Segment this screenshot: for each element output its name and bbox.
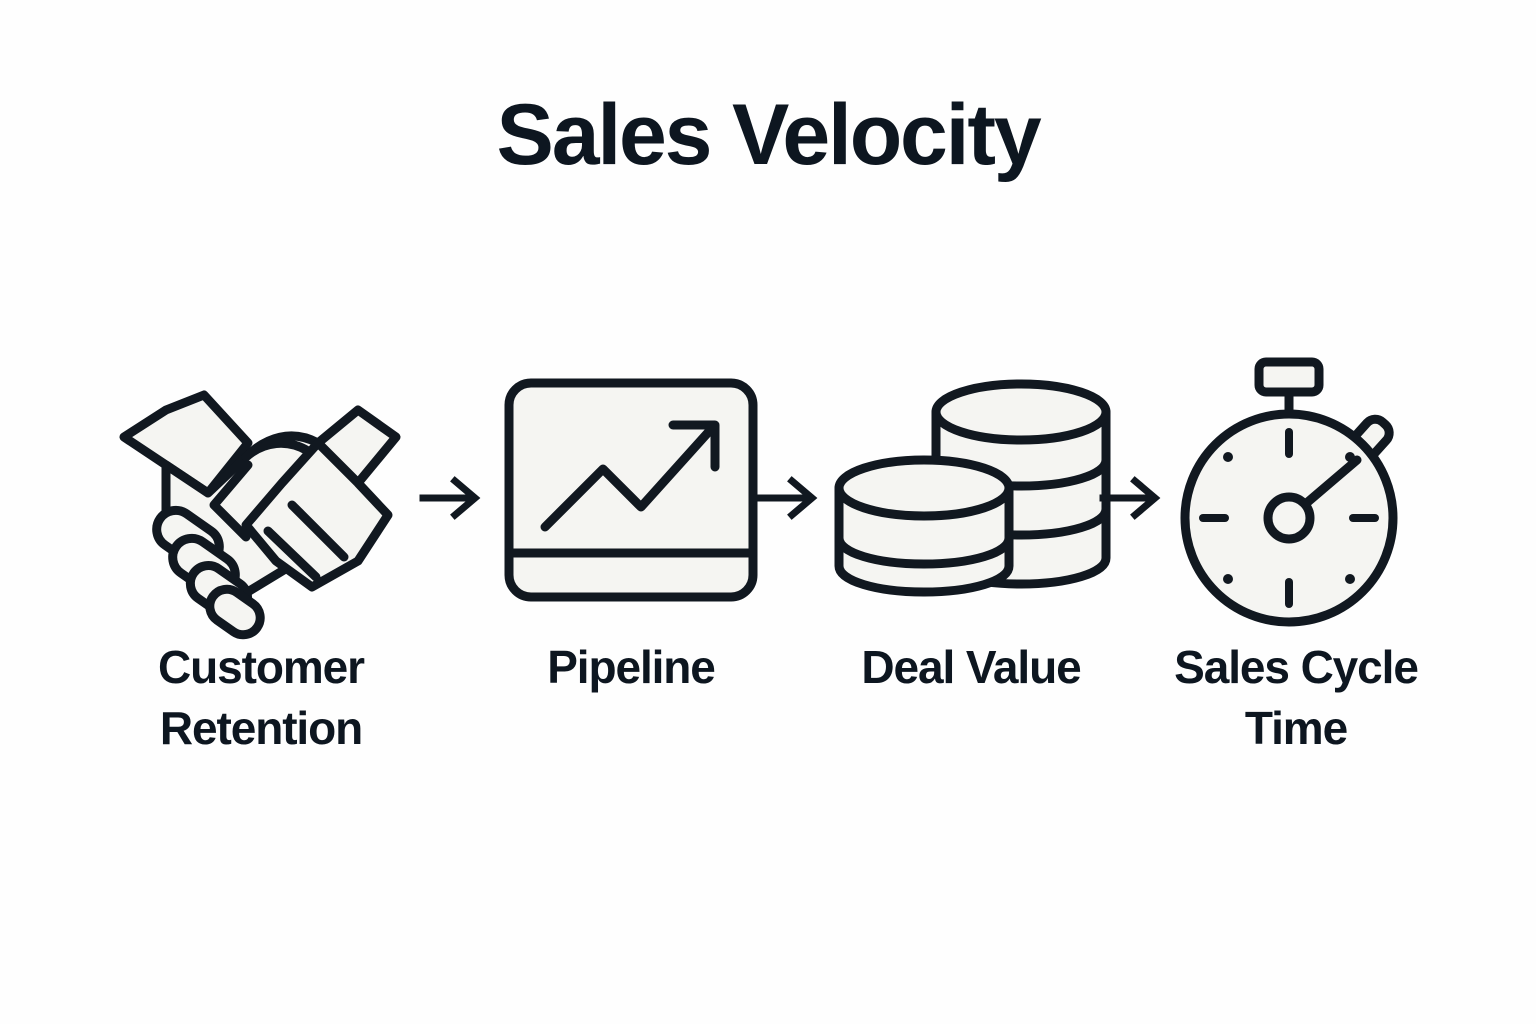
handshake-icon [96, 355, 426, 640]
stopwatch-icon [1131, 355, 1461, 627]
coin-stacks-icon [806, 355, 1136, 625]
flow-step-label-line-1: Sales Cycle [1174, 641, 1419, 693]
flow-step-label-line-2: Time [1244, 702, 1348, 755]
arrow-right-icon [1099, 475, 1163, 521]
flow-step-label: Sales Cycle Time [1131, 637, 1461, 759]
flow-step-label-line-1: Deal Value [861, 641, 1081, 693]
flow-step-label-line-1: Pipeline [547, 641, 716, 693]
flow-step-sales-cycle-time: Sales Cycle Time [1131, 355, 1461, 795]
flow-step-label-line-1: Customer [158, 641, 365, 693]
flow-step-pipeline: Pipeline [466, 355, 796, 795]
flow-step-label-line-2: Retention [159, 702, 363, 755]
flow-step-customer-retention: Customer Retention [96, 355, 426, 795]
trending-up-chart-icon [466, 355, 796, 625]
arrow-right-icon [756, 475, 820, 521]
sales-velocity-flow: Customer Retention Pipeline [96, 355, 1456, 795]
arrow-right-icon [419, 475, 483, 521]
flow-step-label: Customer Retention [96, 637, 426, 759]
flow-step-label: Deal Value [806, 637, 1136, 698]
flow-step-label: Pipeline [466, 637, 796, 698]
page-title: Sales Velocity [496, 87, 1042, 183]
flow-step-deal-value: Deal Value [806, 355, 1136, 795]
